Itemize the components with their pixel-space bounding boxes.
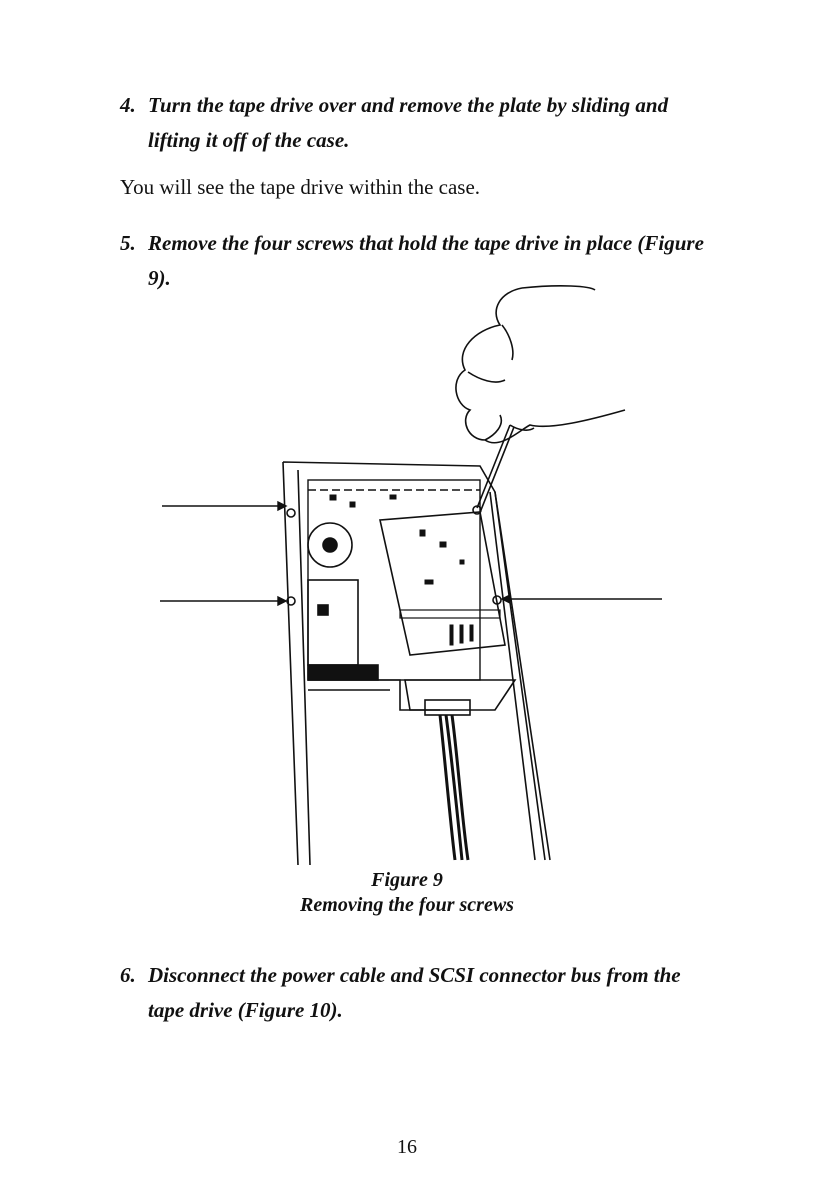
step-4: 4. Turn the tape drive over and remove t… [120, 88, 720, 158]
screw-bottom-right [492, 595, 502, 605]
step-6: 6. Disconnect the power cable and SCSI c… [120, 958, 720, 1028]
arrow-left-bottom [160, 595, 288, 607]
tape-reel [307, 522, 353, 568]
arrow-left-top [162, 500, 288, 512]
step-text: Turn the tape drive over and remove the … [148, 93, 669, 152]
figure-label: Figure 9 [371, 869, 443, 891]
arrow-right [500, 593, 662, 605]
screwdriver-drawing [476, 424, 515, 511]
page-number: 16 [397, 1136, 417, 1158]
figure-9-illustration [150, 280, 680, 870]
step-5: 5. Remove the four screws that hold the … [120, 226, 720, 296]
step-text: Disconnect the power cable and SCSI conn… [148, 963, 681, 1022]
screw-top-left [286, 508, 296, 518]
step-number: 5. [120, 231, 136, 255]
step-number: 4. [120, 93, 136, 117]
screw-top-right [472, 505, 482, 515]
body-paragraph: You will see the tape drive within the c… [120, 175, 481, 199]
cable-drawing [438, 714, 470, 861]
hand-drawing [455, 285, 626, 444]
case-outline [282, 461, 551, 866]
step-text: Remove the four screws that hold the tap… [148, 231, 704, 290]
figure-caption: Removing the four screws [300, 894, 514, 916]
step-number: 6. [120, 963, 136, 987]
